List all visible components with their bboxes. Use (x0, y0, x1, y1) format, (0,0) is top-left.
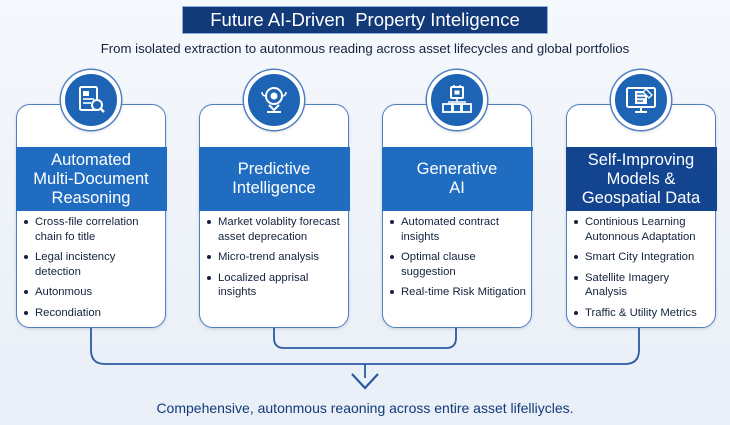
chip-nodes-icon (427, 70, 487, 130)
bullet-item: Legal incistency detection (23, 250, 161, 279)
document-search-icon (61, 70, 121, 130)
bullet-item: Cross-file correlation chain fo title (23, 215, 161, 244)
card-title-line: Geospatial Data (581, 188, 701, 207)
bullet-list: Cross-file correlation chain fo title Le… (23, 215, 161, 326)
bullet-item: Continious Learning Autonnous Adaptation (573, 215, 711, 244)
bullet-item: Smart City Integration (573, 250, 711, 265)
card-header: Self-Improving Models & Geospatial Data (565, 147, 717, 211)
card-title-line: AI (449, 179, 465, 197)
bullet-item: Traffic & Utility Metrics (573, 306, 711, 321)
bullet-item: Micro-trend analysis (206, 250, 344, 265)
card-generative-ai: Generative AI Automated contract insight… (381, 104, 533, 328)
card-self-improving-models: Self-Improving Models & Geospatial Data … (565, 104, 717, 328)
bullet-list: Automated contract insights Optimal clau… (389, 215, 527, 306)
card-header: Generative AI (381, 147, 533, 211)
bullet-list: Market volablity forecast asset deprecat… (206, 215, 344, 306)
page-title: Future AI-Driven Property Inteligence (210, 9, 520, 30)
card-title-line: Multi-Document (33, 169, 149, 188)
card-title-line: Predictive (237, 160, 311, 178)
bullet-item: Autonmous (23, 285, 161, 300)
card-header: Predictive Intelligence (198, 147, 350, 211)
card-predictive-intelligence: Predictive Intelligence Market volablity… (198, 104, 350, 328)
bullet-list: Continious Learning Autonnous Adaptation… (573, 215, 711, 326)
bullet-item: Market volablity forecast asset deprecat… (206, 215, 344, 244)
page-subtitle: From isolated extraction to autonmous re… (100, 41, 630, 56)
card-automated-reasoning: Automated Multi-Document Reasoning Cross… (15, 104, 167, 328)
bullet-item: Satellite Imagery Analysis (573, 271, 711, 300)
card-title-line: Self-Improving (587, 150, 695, 169)
monitor-checklist-icon (611, 70, 671, 130)
bullet-item: Real-time Risk Mitigation (389, 285, 527, 300)
title-banner: Future AI-Driven Property Inteligence (182, 6, 548, 34)
bullet-item: Recondiation (23, 306, 161, 321)
card-title-line: Reasoning (51, 188, 131, 207)
card-title-line: Automated (51, 150, 131, 169)
card-title-line: Generative (416, 160, 498, 178)
bullet-item: Localized apprisal insights (206, 271, 344, 300)
card-header: Automated Multi-Document Reasoning (15, 147, 167, 211)
eye-sensor-icon (244, 70, 304, 130)
card-title-line: Models & (606, 169, 676, 188)
footer-summary: Compehensive, autonmous reaoning across … (156, 400, 574, 416)
card-title-line: Intelligence (232, 179, 316, 197)
down-arrow-icon (351, 373, 379, 390)
bullet-item: Automated contract insights (389, 215, 527, 244)
bullet-item: Optimal clause suggestion (389, 250, 527, 279)
